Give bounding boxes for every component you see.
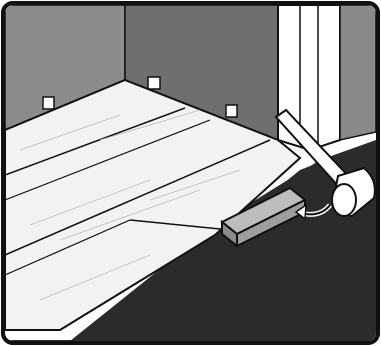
outlet-icon	[226, 105, 237, 117]
right-wall	[340, 5, 376, 140]
outlet-icon	[148, 77, 160, 89]
outlet-icon	[43, 97, 54, 109]
